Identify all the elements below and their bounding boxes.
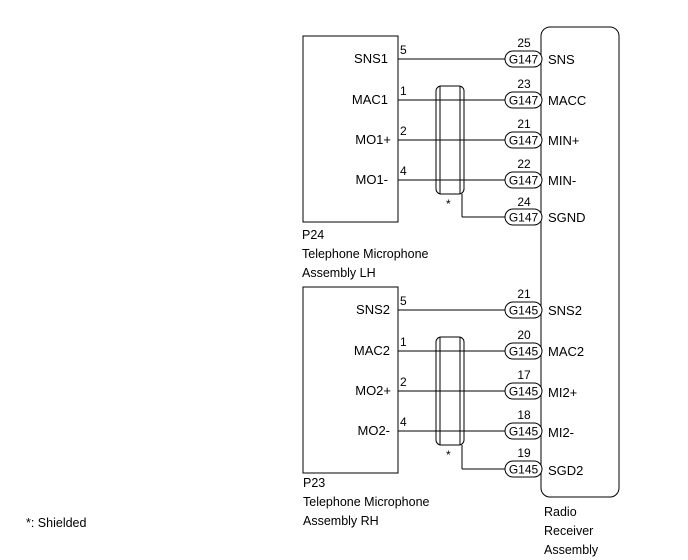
connector-g147	[504, 171, 543, 189]
p24-ref: P24	[302, 228, 325, 242]
p23-caption: P23 Telephone Microphone Assembly RH	[303, 474, 429, 531]
connector-label: G145	[509, 425, 539, 439]
connector-label: G145	[509, 304, 539, 318]
connector-g147	[504, 208, 543, 226]
radio-pin-name: MAC2	[548, 344, 584, 359]
p23-ref: P23	[303, 476, 326, 490]
p24-pin-name: MO1+	[355, 132, 391, 147]
radio-pin-name: MI2+	[548, 385, 577, 400]
connector-label: G147	[509, 174, 539, 188]
radio-pin-number: 17	[517, 368, 531, 382]
connector-label: G147	[509, 53, 539, 67]
radio-pin-number: 18	[517, 408, 531, 422]
p24-pin-number: 2	[400, 124, 407, 138]
p23-pin-name: MO2+	[355, 383, 391, 398]
connector-g145	[504, 422, 543, 440]
p24-pin-number: 1	[400, 84, 407, 98]
lower-wires	[398, 309, 505, 470]
radio-name-line2: Receiver	[544, 524, 594, 538]
lower-connectors	[504, 301, 543, 478]
p23-pin-name: MAC2	[354, 343, 390, 358]
p24-pin-name: MAC1	[352, 92, 388, 107]
p24-name-line2: Assembly LH	[302, 266, 376, 280]
shield-marker-upper: *	[446, 197, 451, 211]
p24-pin-number: 4	[400, 164, 407, 178]
radio-receiver-box	[540, 26, 620, 498]
radio-pin-name: SGND	[548, 210, 586, 225]
radio-pin-number: 25	[517, 36, 531, 50]
p23-name-line2: Assembly RH	[303, 514, 379, 528]
upper-connectors	[504, 50, 543, 226]
connector-label: G145	[509, 345, 539, 359]
connector-g145	[504, 342, 543, 360]
radio-pin-name: MI2-	[548, 425, 574, 440]
radio-name-line3: Assembly	[544, 543, 599, 557]
connector-g147	[504, 91, 543, 109]
upper-wires	[398, 58, 505, 218]
radio-pin-name: SGD2	[548, 463, 583, 478]
radio-pin-number: 21	[517, 117, 531, 131]
shield-legend: *: Shielded	[26, 516, 87, 530]
connector-g147	[504, 131, 543, 149]
radio-pin-name: SNS	[548, 52, 575, 67]
p23-pin-number: 4	[400, 415, 407, 429]
p23-pin-number: 5	[400, 294, 407, 308]
radio-caption: Radio Receiver Assembly	[544, 503, 598, 560]
p24-pin-name: SNS1	[354, 51, 388, 66]
radio-pin-number: 22	[517, 157, 531, 171]
radio-pin-number: 20	[517, 328, 531, 342]
connector-label: G147	[509, 94, 539, 108]
radio-pin-number: 19	[517, 446, 531, 460]
p24-pin-number: 5	[400, 43, 407, 57]
radio-pin-name: MIN+	[548, 133, 579, 148]
connector-label: G145	[509, 463, 539, 477]
shield-upper	[435, 85, 465, 195]
connector-g145	[504, 460, 543, 478]
p24-name-line1: Telephone Microphone	[302, 247, 429, 261]
radio-pin-name: MACC	[548, 93, 586, 108]
p23-box	[302, 286, 399, 474]
radio-pin-name: SNS2	[548, 303, 582, 318]
p23-pin-number: 1	[400, 335, 407, 349]
p23-pin-name: SNS2	[356, 302, 390, 317]
radio-pin-name: MIN-	[548, 173, 576, 188]
connector-g145	[504, 382, 543, 400]
p23-pin-number: 2	[400, 375, 407, 389]
p23-pin-name: MO2-	[358, 423, 391, 438]
p24-caption: P24 Telephone Microphone Assembly LH	[302, 226, 428, 283]
connector-label: G147	[509, 211, 539, 225]
connector-label: G147	[509, 134, 539, 148]
connector-label: G145	[509, 385, 539, 399]
radio-pin-number: 23	[517, 77, 531, 91]
radio-pin-number: 24	[517, 195, 531, 209]
radio-name-line1: Radio	[544, 505, 577, 519]
connector-g147	[504, 50, 543, 68]
p24-pin-name: MO1-	[356, 172, 389, 187]
p24-box	[302, 35, 399, 223]
shield-marker-lower: *	[446, 448, 451, 462]
shield-lower	[435, 336, 465, 446]
radio-pin-number: 21	[517, 287, 531, 301]
p23-name-line1: Telephone Microphone	[303, 495, 430, 509]
connector-g145	[504, 301, 543, 319]
